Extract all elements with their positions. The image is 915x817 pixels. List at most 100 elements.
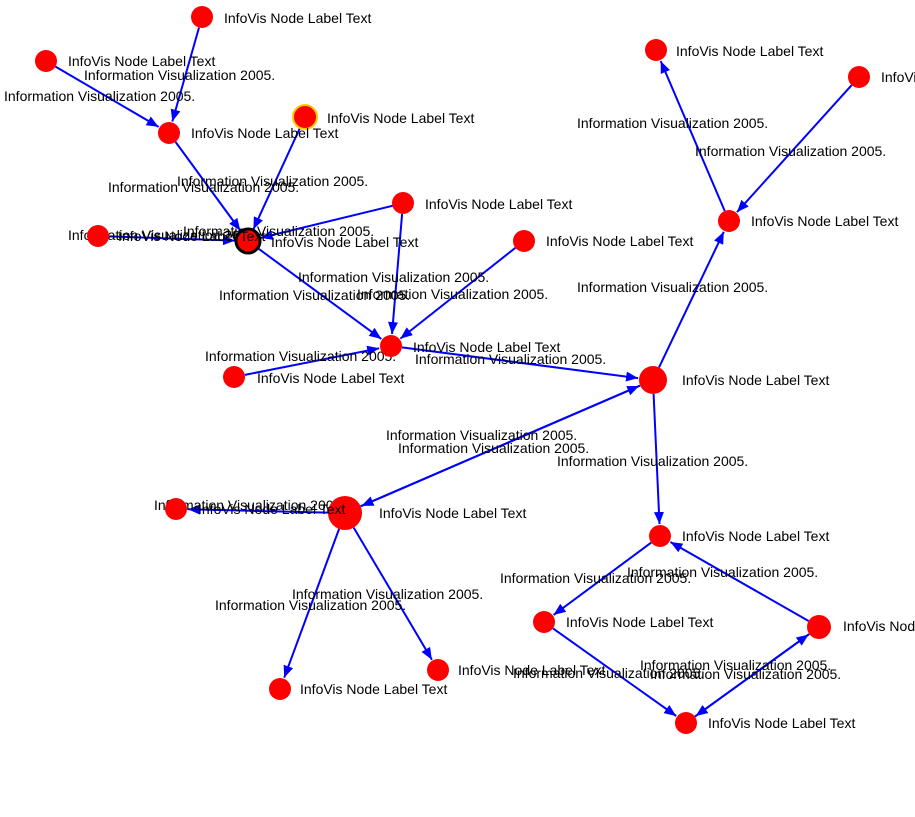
edge-n22-n21 (695, 633, 810, 717)
node-circle (158, 122, 180, 144)
node-circle (639, 366, 667, 394)
edge-label: Information Visualization 2005. (627, 564, 818, 580)
graph-node-n14[interactable] (718, 210, 740, 232)
node-circle (380, 335, 402, 357)
node-layer (35, 6, 870, 734)
edge-n6-n9 (257, 247, 382, 340)
node-circle (87, 225, 109, 247)
node-label: InfoVis Node Label Text (682, 372, 829, 388)
edge-n9-n11 (401, 346, 639, 382)
graph-node-n16[interactable] (165, 498, 187, 520)
node-circle (718, 210, 740, 232)
node-circle (292, 104, 318, 130)
graph-node-n19[interactable] (649, 525, 671, 547)
node-label: InfoVis Node Label Text (708, 715, 855, 731)
edge-layer (54, 27, 853, 718)
edge-n15-n17 (283, 528, 341, 679)
graph-node-n9[interactable] (380, 335, 402, 357)
node-label: InfoVis Node Label Text (458, 662, 605, 678)
edge-n13-n14 (736, 84, 853, 213)
graph-node-n12[interactable] (645, 39, 667, 61)
edge-n22-n19 (669, 541, 810, 622)
edge-n10-n9 (244, 345, 380, 376)
edge-label: Information Visualization 2005. (415, 351, 606, 367)
node-label: InfoVis Node Label Text (271, 234, 418, 250)
node-label: InfoVis Node Label Text (257, 370, 404, 386)
edge-n15-n18 (352, 527, 433, 661)
edge-label: Information Visualization 2005. (205, 348, 396, 364)
graph-node-n4[interactable] (292, 104, 318, 130)
edge-label: Information Visualization 2005. (357, 286, 548, 302)
node-label: InfoVis Node Label Text (224, 10, 371, 26)
node-label: InfoVis Node Label Text (327, 110, 474, 126)
edge-n7-n9 (388, 213, 404, 335)
edge-n11-n19 (652, 393, 664, 525)
edge-label: Information Visualization 2005. (108, 179, 299, 195)
node-circle (649, 525, 671, 547)
edge-n15-n16 (187, 504, 329, 515)
edge-label: Information Visualization 2005. (177, 173, 368, 189)
node-circle (513, 230, 535, 252)
edge-label: Information Visualization 2005. (513, 665, 704, 681)
graph-node-n15[interactable] (328, 496, 362, 530)
node-circle (533, 611, 555, 633)
node-label: InfoVis Node Label Text (118, 228, 265, 244)
graph-node-n3[interactable] (158, 122, 180, 144)
graph-node-n20[interactable] (533, 611, 555, 633)
edge-label: Information Visualization 2005. (4, 88, 195, 104)
node-label: InfoVis Node Label Text (425, 196, 572, 212)
edge-n19-n20 (553, 541, 652, 616)
node-circle (191, 6, 213, 28)
graph-node-n2[interactable] (35, 50, 57, 72)
node-label: InfoVis Node Label Text (676, 43, 823, 59)
graph-node-n5[interactable] (87, 225, 109, 247)
graph-node-n22[interactable] (807, 615, 831, 639)
node-circle (675, 712, 697, 734)
node-circle (223, 366, 245, 388)
edge-label: Information Visualization 2005. (640, 657, 831, 673)
edge-n8-n9 (399, 247, 517, 340)
edge-label: Information Visualization 2005. (219, 287, 410, 303)
graph-node-n7[interactable] (392, 192, 414, 214)
edge-label-layer: Information Visualization 2005.Informati… (4, 67, 886, 682)
graph-node-n18[interactable] (427, 659, 449, 681)
edge-label: Information Visualization 2005. (386, 427, 577, 443)
node-circle (35, 50, 57, 72)
edge-label: Information Visualization 2005. (292, 586, 483, 602)
edge-label: Information Visualization 2005. (398, 440, 589, 456)
edge-n14-n12 (659, 60, 726, 212)
graph-node-n13[interactable] (848, 66, 870, 88)
node-label: InfoVis Node Label Text (751, 213, 898, 229)
node-label: InfoVis Node Label Text (198, 501, 345, 517)
graph-node-n21[interactable] (675, 712, 697, 734)
edge-n20-n21 (552, 627, 677, 717)
node-label: InfoVis Node Label Text (413, 339, 560, 355)
edge-n2-n3 (54, 65, 160, 128)
graph-node-n1[interactable] (191, 6, 213, 28)
node-circle (645, 39, 667, 61)
node-circle (234, 227, 262, 255)
graph-node-n11[interactable] (639, 366, 667, 394)
edge-label: Information Visualization 2005. (695, 143, 886, 159)
graph-node-n10[interactable] (223, 366, 245, 388)
edge-n11-n14 (658, 231, 725, 368)
node-circle (165, 498, 187, 520)
edge-n23-n6 (260, 202, 405, 240)
node-label: InfoVis Node Label Text (191, 125, 338, 141)
node-label: InfoVis Node Label Text (68, 53, 215, 69)
node-circle (427, 659, 449, 681)
node-label: InfoVis Node Label Text (566, 614, 713, 630)
graph-node-n17[interactable] (269, 678, 291, 700)
edge-label: Information Visualization 2005. (577, 279, 768, 295)
graph-node-n6[interactable] (234, 227, 262, 255)
node-label: InfoVis Node Label Text (546, 233, 693, 249)
graph-node-n8[interactable] (513, 230, 535, 252)
node-label: InfoVis Node Label Text (881, 69, 915, 85)
node-label: InfoVis Node Label Text (682, 528, 829, 544)
node-label: InfoVis Node Label Text (300, 681, 447, 697)
edge-label: Information Visualization 2005. (577, 115, 768, 131)
edge-n1-n3 (170, 27, 200, 122)
edge-label: Information Visualization 2005. (557, 453, 748, 469)
